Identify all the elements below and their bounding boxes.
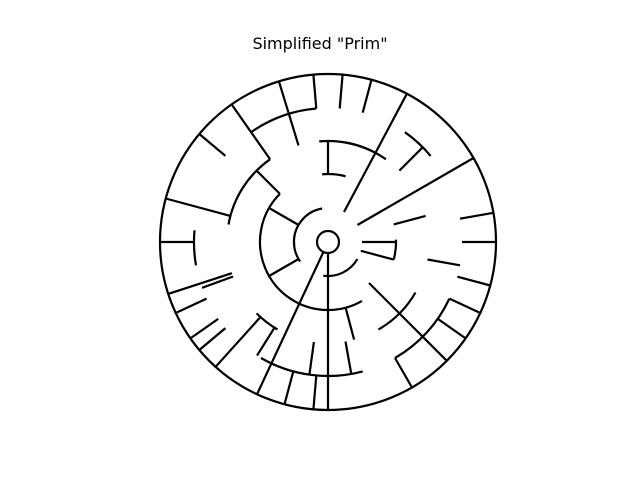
- maze-ring-wall: [250, 107, 317, 134]
- maze-radial-wall: [360, 249, 394, 261]
- maze-ring-wall: [377, 291, 417, 331]
- maze-radial-wall: [344, 307, 356, 340]
- maze-spoke: [356, 157, 475, 226]
- maze-radial-wall: [448, 297, 481, 314]
- maze-radial-wall: [361, 79, 373, 113]
- maze-ring-wall: [292, 241, 302, 263]
- maze-ring-wall: [292, 207, 323, 246]
- maze-ring-wall: [322, 172, 346, 178]
- maze-spoke: [256, 251, 325, 395]
- maze-radial-wall: [198, 327, 227, 351]
- maze-ring-wall: [394, 298, 451, 359]
- maze-radial-wall: [175, 297, 208, 314]
- maze-radial-wall: [312, 375, 318, 410]
- maze-radial-wall: [256, 327, 276, 357]
- maze-radial-wall: [338, 74, 344, 109]
- maze-ring-wall: [319, 139, 372, 152]
- maze-ring-wall: [392, 239, 398, 260]
- maze-radial-wall: [165, 197, 231, 217]
- maze-ring-wall: [192, 230, 198, 266]
- maze-radial-wall: [457, 275, 491, 287]
- maze-radial-wall: [437, 317, 467, 340]
- maze-radial-wall: [344, 341, 353, 375]
- maze-radial-wall: [268, 258, 300, 277]
- maze-radial-wall: [268, 207, 300, 226]
- maze-radial-wall: [308, 341, 315, 375]
- maze-radial-wall: [189, 317, 219, 340]
- maze-ring-wall: [227, 158, 271, 225]
- maze-radial-wall: [167, 272, 233, 295]
- maze-radial-wall: [230, 103, 272, 160]
- maze-ring-wall: [404, 131, 432, 157]
- maze-radial-wall: [214, 316, 262, 368]
- maze-ring-wall: [255, 312, 279, 331]
- maze-title: Simplified "Prim": [252, 34, 388, 53]
- maze-radial-wall: [394, 357, 413, 389]
- maze-radial-wall: [277, 80, 300, 146]
- maze-radial-wall: [201, 275, 234, 289]
- maze-ring-wall: [258, 193, 329, 312]
- maze-radial-wall: [312, 74, 318, 109]
- maze-radial-wall: [393, 214, 426, 226]
- maze-radial-wall: [255, 169, 281, 195]
- maze-center-hub: [315, 229, 341, 255]
- maze-radial-wall: [198, 133, 227, 157]
- maze-ring-wall: [327, 299, 363, 312]
- maze-radial-wall: [398, 146, 424, 172]
- maze-ring-wall: [323, 258, 359, 278]
- maze-radial-wall: [283, 371, 295, 405]
- maze-radial-wall: [459, 211, 494, 220]
- maze-radial-wall: [427, 258, 461, 267]
- maze-spoke: [368, 282, 448, 362]
